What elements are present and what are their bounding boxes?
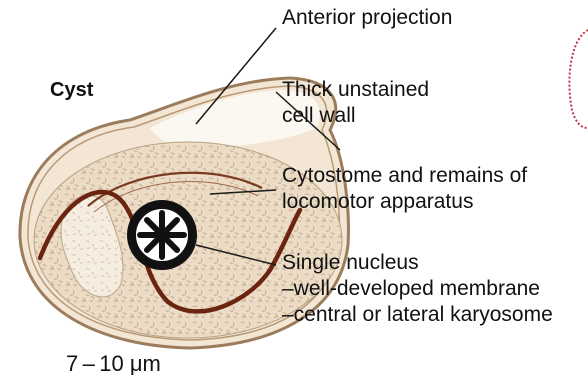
label-anterior-projection: Anterior projection: [282, 6, 452, 30]
label-cell-wall-line2: cell wall: [282, 104, 356, 128]
label-nucleus-line3: –central or lateral karyosome: [282, 303, 553, 327]
nucleus: [127, 200, 197, 270]
label-cytostome-line2: locomotor apparatus: [282, 190, 473, 214]
size-label: 7 – 10 μm: [66, 352, 161, 376]
label-cytostome-line1: Cytostome and remains of: [282, 164, 527, 188]
label-nucleus-line1: Single nucleus: [282, 251, 419, 275]
label-nucleus-line2: –well-developed membrane: [282, 277, 540, 301]
diagram-title: Cyst: [50, 78, 93, 102]
edge-decoration: [569, 30, 588, 128]
label-cell-wall-line1: Thick unstained: [282, 78, 429, 102]
